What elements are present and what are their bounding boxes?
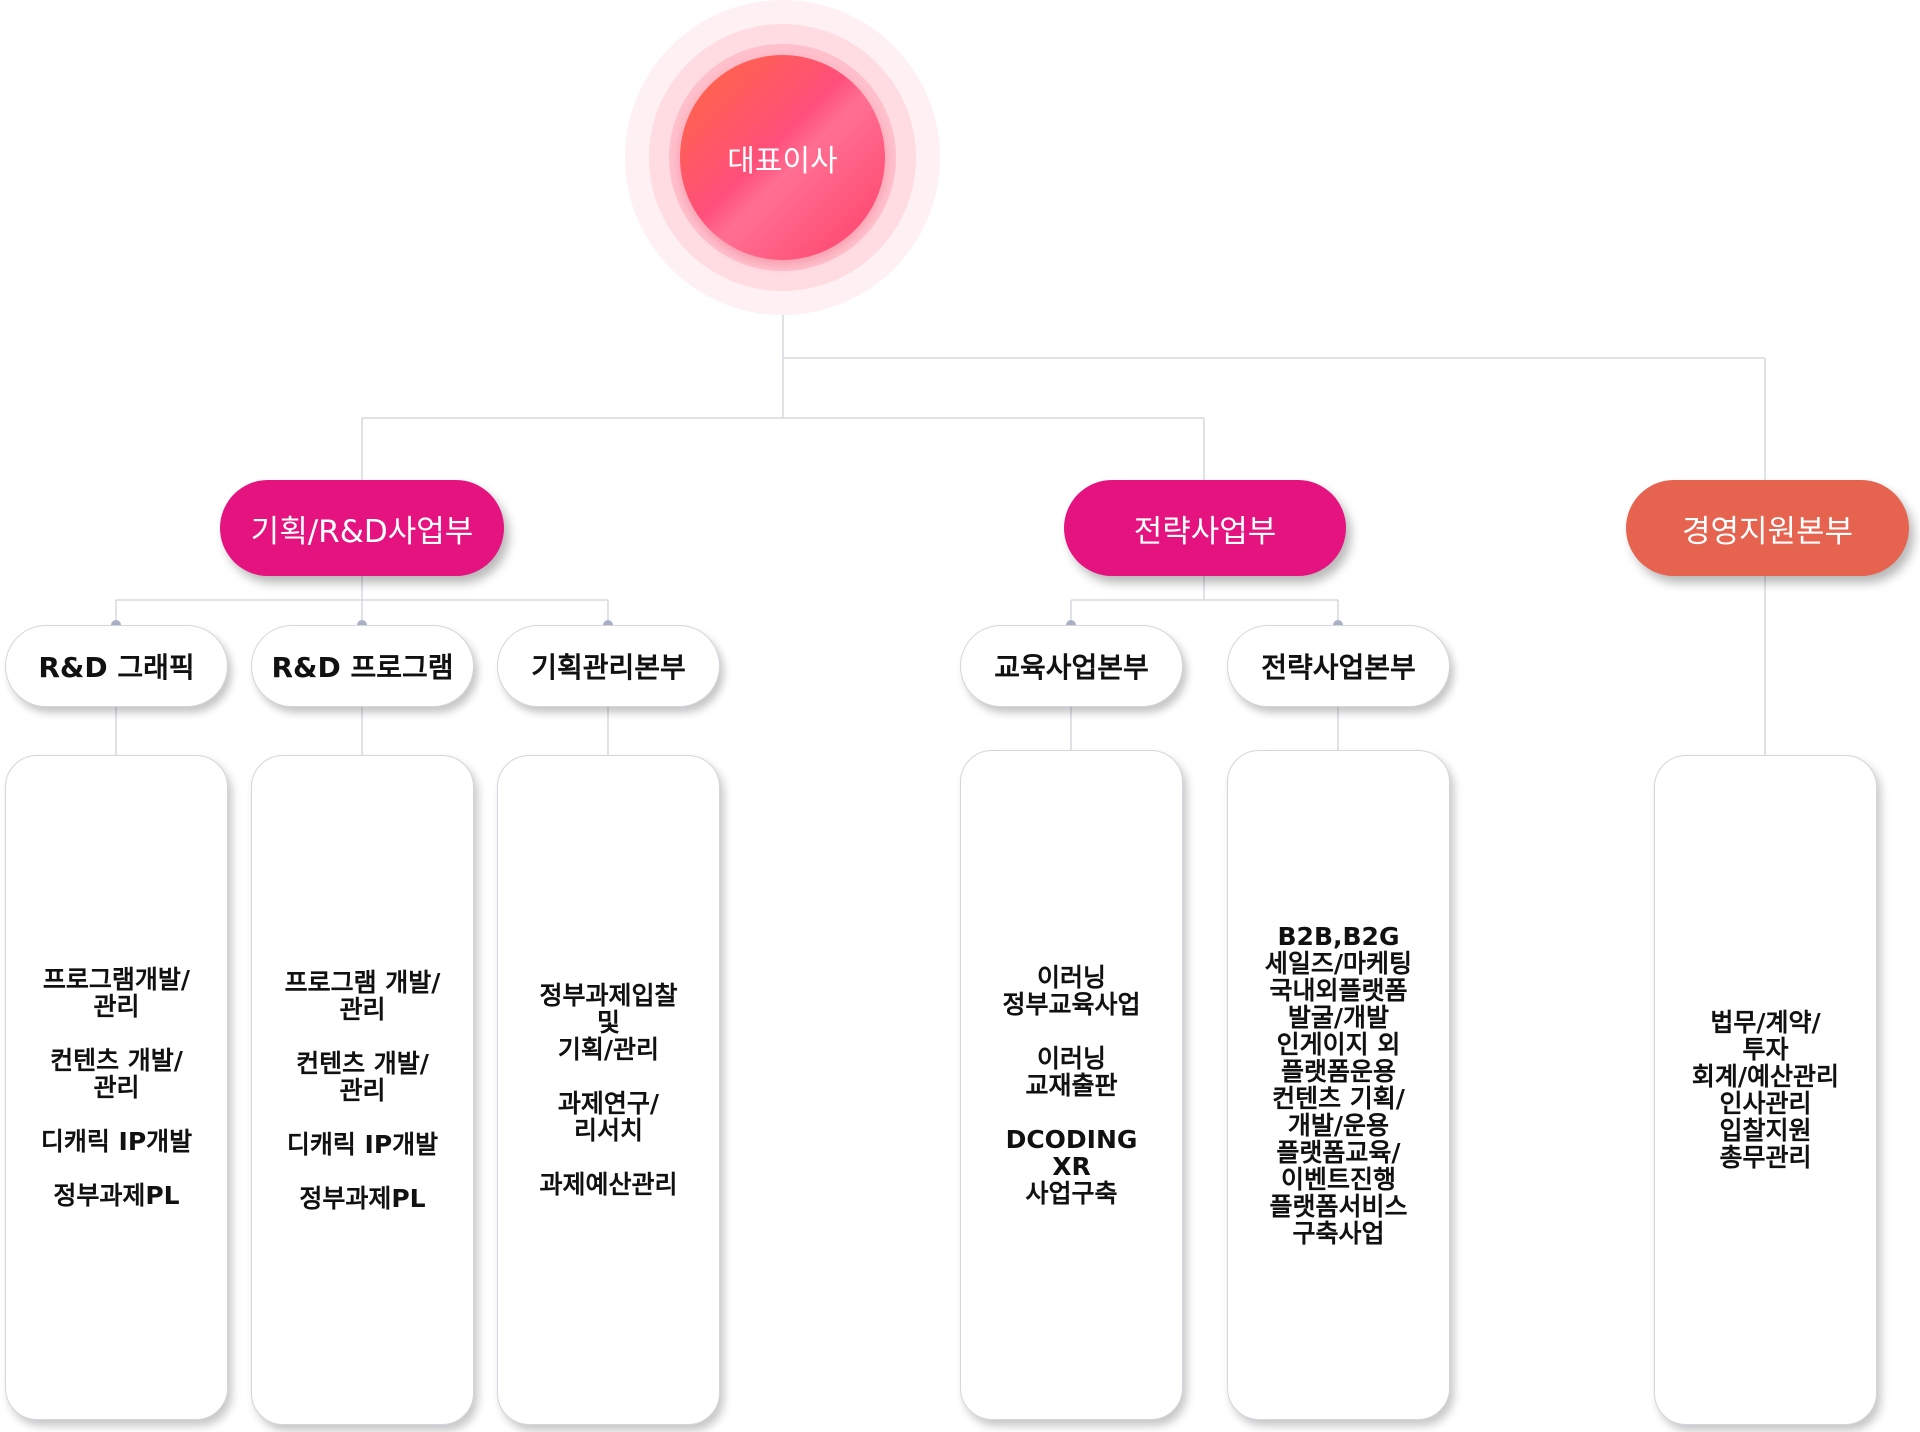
duty-line: 과제예산관리	[539, 1170, 678, 1199]
duty-line: DCODING	[1005, 1124, 1138, 1154]
duty-list: B2B,B2G 세일즈/마케팅 국내외플랫폼 발굴/개발 인게이지 외 플랫폼운…	[1265, 923, 1412, 1247]
duty-line: 세일즈/마케팅	[1264, 949, 1413, 978]
duty-card-planning-management: 정부과제입찰 및 기획/관리 과제연구/ 리서치 과제예산관리	[497, 755, 720, 1425]
duty-line: 프로그램 개발/	[284, 967, 441, 997]
duty-line: 정부과제입찰	[539, 981, 678, 1010]
duty-line: 회계/예산관리	[1691, 1062, 1840, 1091]
duty-line: 투자	[1742, 1035, 1789, 1064]
duty-line: 이러닝	[1036, 962, 1106, 992]
duty-line: 프로그램개발/	[42, 965, 191, 994]
duty-line: 플랫폼운용	[1280, 1057, 1396, 1086]
duty-line: 리서치	[573, 1116, 643, 1145]
unit-rnd-program: R&D 프로그램	[251, 625, 474, 707]
duty-card-strategy-business: B2B,B2G 세일즈/마케팅 국내외플랫폼 발굴/개발 인게이지 외 플랫폼운…	[1227, 750, 1450, 1420]
duty-line: 입찰지원	[1719, 1116, 1812, 1145]
unit-planning-management: 기획관리본부	[497, 625, 720, 707]
duty-card-management-support: 법무/계약/ 투자 회계/예산관리 인사관리 입찰지원 총무관리	[1654, 755, 1877, 1425]
unit-rnd-graphic: R&D 그래픽	[5, 625, 228, 707]
duty-line: 컨텐츠 개발/	[296, 1048, 429, 1078]
ceo-node: 대표이사	[680, 55, 885, 260]
duty-card-rnd-graphic: 프로그램개발/ 관리 컨텐츠 개발/ 관리 디캐릭 IP개발 정부과제PL	[5, 755, 228, 1420]
duty-card-education-business: 이러닝 정부교육사업 이러닝 교재출판 DCODING XR 사업구축	[960, 750, 1183, 1420]
duty-line: 플랫폼서비스	[1269, 1192, 1408, 1221]
duty-line: B2B,B2G	[1277, 922, 1400, 951]
duty-line: 법무/계약/	[1710, 1008, 1821, 1037]
duty-line: 정부과제PL	[299, 1183, 426, 1213]
duty-line: 구축사업	[1292, 1219, 1385, 1248]
duty-line: 디캐릭 IP개발	[286, 1129, 439, 1159]
duty-line: 디캐릭 IP개발	[40, 1127, 193, 1156]
duty-line: 플랫폼교육/	[1276, 1138, 1401, 1167]
dept-planning-rnd: 기획/R&D사업부	[220, 480, 504, 576]
duty-line: 관리	[339, 994, 386, 1024]
duty-card-rnd-program: 프로그램 개발/ 관리 컨텐츠 개발/ 관리 디캐릭 IP개발 정부과제PL	[251, 755, 474, 1425]
duty-list: 프로그램 개발/ 관리 컨텐츠 개발/ 관리 디캐릭 IP개발 정부과제PL	[285, 969, 441, 1212]
unit-strategy-business: 전략사업본부	[1227, 625, 1450, 707]
duty-list: 이러닝 정부교육사업 이러닝 교재출판 DCODING XR 사업구축	[1002, 964, 1140, 1207]
duty-line: 총무관리	[1719, 1143, 1812, 1172]
duty-line: 개발/운용	[1287, 1111, 1390, 1140]
duty-line: 이러닝	[1036, 1043, 1106, 1073]
duty-list: 프로그램개발/ 관리 컨텐츠 개발/ 관리 디캐릭 IP개발 정부과제PL	[41, 966, 192, 1209]
duty-line: 컨텐츠 개발/	[50, 1046, 183, 1075]
duty-line: 관리	[93, 992, 140, 1021]
duty-line: 관리	[93, 1073, 140, 1102]
duty-line: 사업구축	[1025, 1178, 1118, 1208]
duty-line: 컨텐츠 기획/	[1272, 1084, 1405, 1113]
duty-line: XR	[1052, 1151, 1091, 1181]
dept-management-support: 경영지원본부	[1626, 480, 1909, 576]
duty-line: 이벤트진행	[1280, 1165, 1396, 1194]
duty-line: 교재출판	[1025, 1070, 1118, 1100]
duty-line: 인사관리	[1719, 1089, 1812, 1118]
duty-line: 및	[596, 1008, 620, 1037]
duty-line: 기획/관리	[557, 1035, 660, 1064]
duty-line: 국내외플랫폼	[1269, 976, 1408, 1005]
duty-line: 정부교육사업	[1002, 989, 1141, 1019]
duty-line: 관리	[339, 1075, 386, 1105]
dept-strategy: 전략사업부	[1064, 480, 1346, 576]
unit-education-business: 교육사업본부	[960, 625, 1183, 707]
duty-line: 인게이지 외	[1276, 1030, 1401, 1059]
duty-list: 정부과제입찰 및 기획/관리 과제연구/ 리서치 과제예산관리	[539, 982, 677, 1198]
duty-line: 정부과제PL	[53, 1181, 180, 1210]
duty-list: 법무/계약/ 투자 회계/예산관리 인사관리 입찰지원 총무관리	[1692, 1009, 1839, 1171]
duty-line: 과제연구/	[557, 1089, 660, 1118]
duty-line: 발굴/개발	[1287, 1003, 1390, 1032]
